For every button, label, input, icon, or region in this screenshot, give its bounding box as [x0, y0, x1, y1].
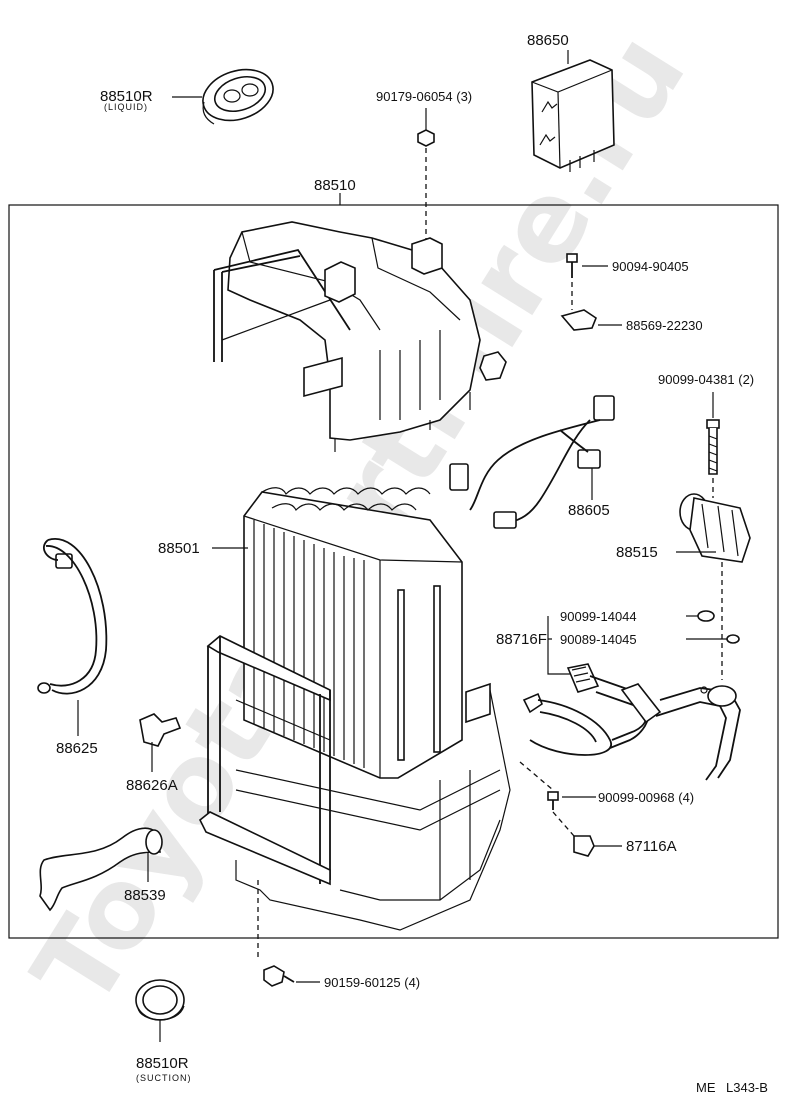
label-88626A: 88626A	[126, 777, 178, 794]
upper-case	[213, 221, 507, 452]
grommet-liquid	[202, 68, 274, 125]
label-88501: 88501	[158, 540, 200, 557]
hose-88539	[39, 827, 163, 912]
thermistor-88625	[37, 538, 108, 695]
grommet-suction	[135, 979, 185, 1021]
label-88605: 88605	[568, 502, 610, 519]
label-88510R-suction: 88510R	[136, 1055, 189, 1072]
clip-88626A	[139, 713, 182, 747]
bolt-90159	[263, 965, 295, 987]
tube-88716F	[522, 663, 741, 781]
label-90159: 90159-60125 (4)	[324, 975, 420, 990]
relay-88650	[531, 59, 615, 172]
label-88569: 88569-22230	[626, 318, 703, 333]
footer-me: ME	[696, 1080, 716, 1095]
screw-90099-00968	[547, 791, 559, 810]
dash-90099-00968	[519, 761, 554, 791]
label-87116A: 87116A	[626, 838, 677, 855]
wire-harness-88605	[449, 395, 615, 529]
o-ring-90099-14044	[697, 610, 715, 622]
evaporator-core-88501	[243, 487, 463, 779]
label-suction-sub: (SUCTION)	[136, 1073, 192, 1083]
label-90179: 90179-06054 (3)	[376, 89, 472, 104]
label-90099-14044: 90099-14044	[560, 609, 637, 624]
label-90099-04381: 90099-04381 (2)	[658, 372, 754, 387]
label-88515: 88515	[616, 544, 658, 561]
label-88716F: 88716F	[496, 631, 547, 648]
bracket-88569	[560, 309, 597, 331]
label-90099-00968: 90099-00968 (4)	[598, 790, 694, 805]
label-90094: 90094-90405	[612, 259, 689, 274]
label-88625: 88625	[56, 740, 98, 757]
clip-87116A	[573, 835, 595, 857]
label-liquid-sub: (LIQUID)	[104, 102, 148, 112]
label-90089-14045: 90089-14045	[560, 632, 637, 647]
label-88510: 88510	[314, 177, 356, 194]
dash-87116A	[552, 811, 575, 837]
bracket-88716F	[547, 616, 574, 675]
expansion-valve-88515	[679, 493, 751, 563]
screw-90094	[566, 253, 578, 278]
nut-90179	[417, 129, 435, 147]
bolt-90099-04381	[706, 419, 720, 475]
footer-sheet-code: L343-B	[726, 1080, 768, 1095]
label-88650: 88650	[527, 32, 569, 49]
label-88539: 88539	[124, 887, 166, 904]
label-88510R-liquid: 88510R	[100, 88, 153, 105]
o-ring-90089-14045	[726, 634, 740, 644]
assembly-frame	[8, 204, 779, 939]
lower-case	[198, 635, 511, 931]
